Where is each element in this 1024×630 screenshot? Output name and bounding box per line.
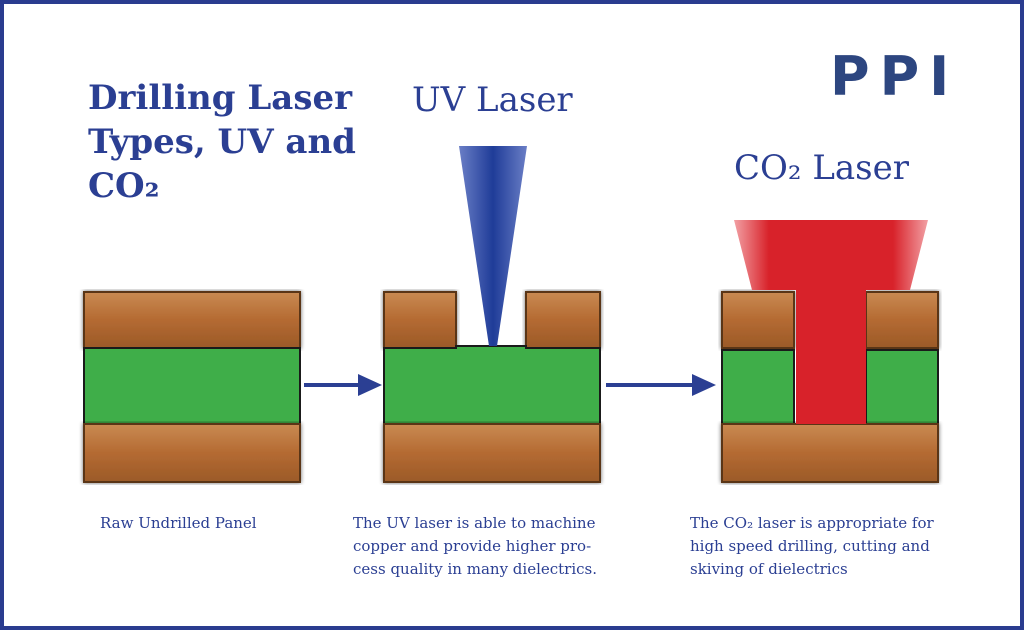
- main-title-line-3: CO₂: [88, 166, 160, 206]
- uv-laser-title: UV Laser: [412, 80, 573, 120]
- main-title-line-2: Types, UV and: [88, 122, 356, 162]
- dielectric-left: [721, 349, 795, 425]
- copper-top-right: [525, 291, 601, 349]
- co2-laser-title: CO₂ Laser: [734, 148, 909, 188]
- uv-laser-beam: [459, 146, 527, 346]
- copper-top-left: [721, 291, 795, 349]
- arrow-right-icon: [304, 374, 382, 396]
- co2-laser-beam: [734, 220, 928, 424]
- raw-panel-caption: Raw Undrilled Panel: [100, 512, 257, 535]
- caption-line: high speed drilling, cutting and: [690, 537, 930, 555]
- uv-panel: [383, 146, 601, 483]
- copper-top-layer: [83, 291, 301, 349]
- copper-top-right: [865, 291, 939, 349]
- copper-bottom-layer: [83, 423, 301, 483]
- copper-top-left: [383, 291, 457, 349]
- dielectric-right: [865, 349, 939, 425]
- copper-bottom-layer: [383, 423, 601, 483]
- copper-bottom-layer: [721, 423, 939, 483]
- caption-line: skiving of dielectrics: [690, 560, 848, 578]
- co2-laser-caption: The CO₂ laser is appropriate for high sp…: [690, 512, 934, 581]
- arrow-right-icon: [606, 374, 716, 396]
- main-title-line-1: Drilling Laser: [88, 78, 353, 118]
- caption-line: The UV laser is able to machine: [353, 514, 596, 532]
- pcb-diagram: [83, 146, 939, 483]
- dielectric-layer: [383, 345, 601, 425]
- co2-panel: [721, 220, 939, 483]
- caption-line: cess quality in many dielectrics.: [353, 560, 598, 578]
- caption-line: The CO₂ laser is appropriate for: [690, 514, 934, 532]
- uv-laser-caption: The UV laser is able to machine copper a…: [353, 512, 597, 581]
- ppi-logo: PPI: [830, 45, 960, 108]
- raw-panel: [83, 291, 301, 483]
- main-title: Drilling Laser Types, UV and CO₂: [88, 76, 388, 208]
- dielectric-layer: [83, 347, 301, 425]
- caption-line: Raw Undrilled Panel: [100, 514, 257, 532]
- caption-line: copper and provide higher pro-: [353, 537, 592, 555]
